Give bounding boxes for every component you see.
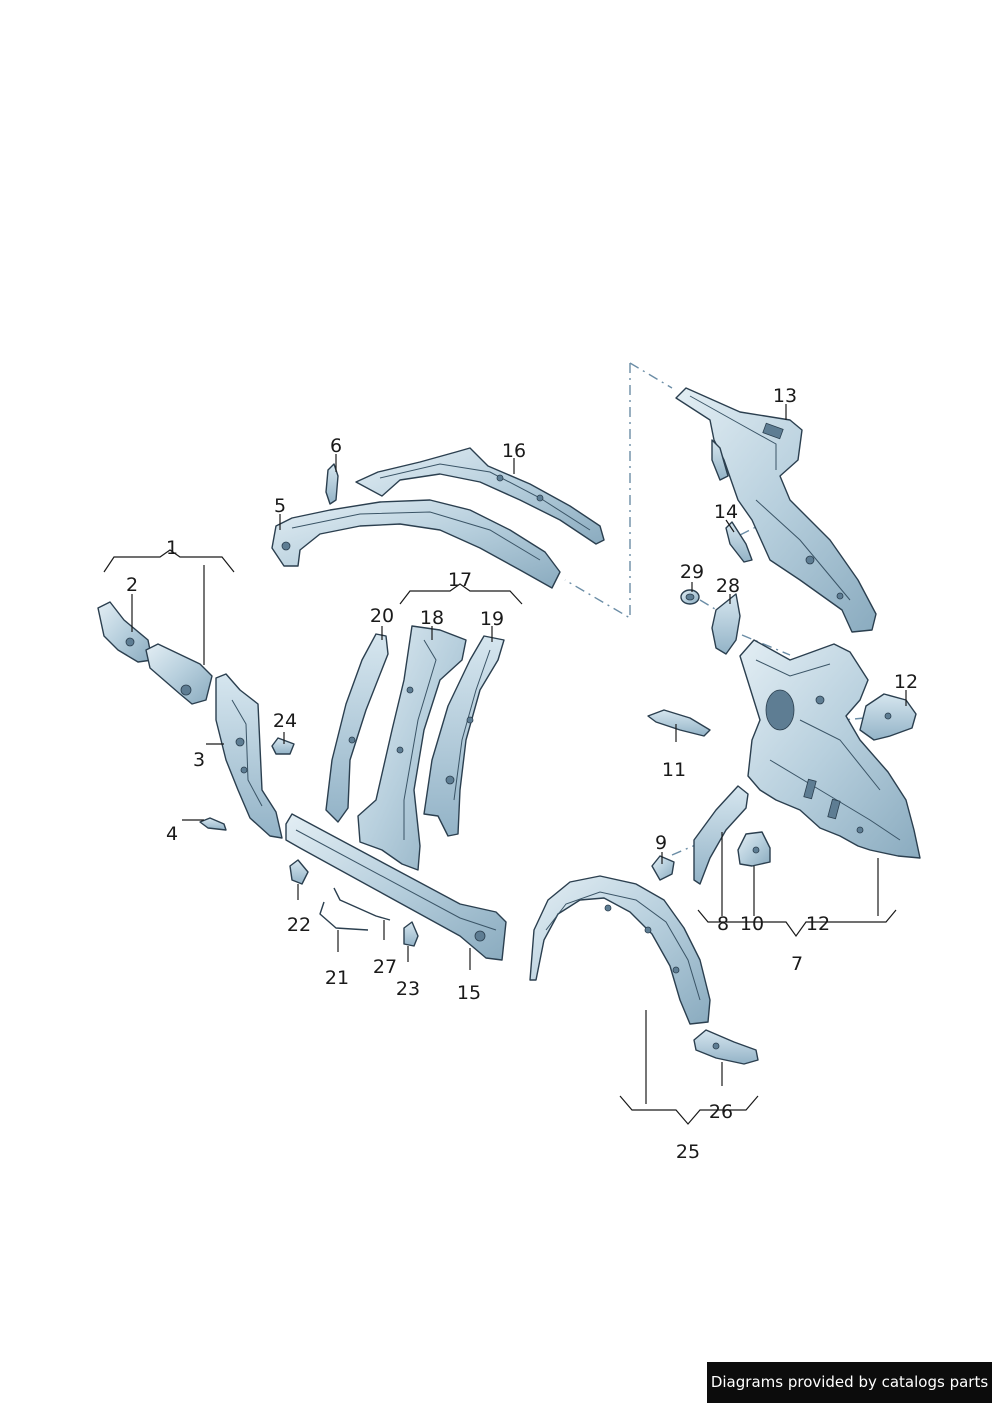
callout-1[interactable]: 1	[166, 537, 178, 559]
callout-26[interactable]: 26	[709, 1101, 733, 1123]
callout-28[interactable]: 28	[716, 575, 740, 597]
part-11-bracket[interactable]	[647, 709, 711, 737]
part-1-rail[interactable]	[145, 643, 213, 705]
part-7-quarter-panel[interactable]	[739, 639, 921, 859]
callout-2[interactable]: 2	[126, 574, 138, 596]
callout-9[interactable]: 9	[655, 832, 667, 854]
part-24-bracket[interactable]	[271, 737, 295, 755]
callout-6[interactable]: 6	[330, 435, 342, 457]
part-25-wheel-housing[interactable]	[529, 875, 711, 1025]
callout-15[interactable]: 15	[457, 982, 481, 1004]
callout-29[interactable]: 29	[680, 561, 704, 583]
part-9-clip[interactable]	[651, 855, 675, 881]
part-8-pillar[interactable]	[693, 785, 749, 885]
callout-11[interactable]: 11	[662, 759, 686, 781]
callout-20[interactable]: 20	[370, 605, 394, 627]
part-21-bracket[interactable]	[319, 901, 369, 931]
part-3-a-pillar[interactable]	[215, 673, 283, 839]
part-20-b-pillar[interactable]	[325, 633, 389, 823]
callout-17[interactable]: 17	[448, 569, 472, 591]
callout-4[interactable]: 4	[166, 823, 178, 845]
callout-14[interactable]: 14	[714, 501, 738, 523]
callout-8[interactable]: 8	[717, 913, 729, 935]
leader-lines	[103, 404, 907, 1125]
callout-16[interactable]: 16	[502, 440, 526, 462]
part-28-panel[interactable]	[711, 593, 741, 655]
part-23-clip[interactable]	[403, 921, 419, 947]
callout-12-upper[interactable]: 12	[894, 671, 918, 693]
callout-25[interactable]: 25	[676, 1141, 700, 1163]
callout-19[interactable]: 19	[480, 608, 504, 630]
part-27-bracket[interactable]	[333, 887, 391, 921]
callout-21[interactable]: 21	[325, 967, 349, 989]
callout-12-lower[interactable]: 12	[806, 913, 830, 935]
callout-5[interactable]: 5	[274, 495, 286, 517]
part-13-frame[interactable]	[675, 387, 877, 633]
part-4-bracket[interactable]	[199, 817, 227, 831]
part-29-grommet[interactable]	[680, 589, 700, 605]
part-6-bracket[interactable]	[325, 463, 339, 505]
callout-18[interactable]: 18	[420, 607, 444, 629]
part-22-clip[interactable]	[289, 859, 309, 885]
part-16-roof-frame[interactable]	[355, 447, 605, 545]
callout-10[interactable]: 10	[740, 913, 764, 935]
callout-13[interactable]: 13	[773, 385, 797, 407]
part-2-bracket[interactable]	[97, 601, 153, 663]
part-5-roof-rail[interactable]	[271, 499, 561, 589]
callout-22[interactable]: 22	[287, 914, 311, 936]
callout-7[interactable]: 7	[791, 953, 803, 975]
part-19-b-pillar[interactable]	[423, 635, 505, 837]
part-26-bracket[interactable]	[693, 1029, 759, 1065]
callout-labels: 1 2 3 4 5 6 7 8 9 10 11 12 12 13 14 15 1…	[126, 385, 918, 1163]
callout-3[interactable]: 3	[193, 749, 205, 771]
callout-23[interactable]: 23	[396, 978, 420, 1000]
part-12-bracket[interactable]	[859, 693, 917, 741]
part-18-b-pillar[interactable]	[357, 625, 467, 871]
credit-banner: Diagrams provided by catalogs parts	[707, 1362, 992, 1403]
part-14-bracket[interactable]	[725, 521, 753, 563]
part-15-sill[interactable]	[285, 813, 507, 961]
part-10-cover[interactable]	[737, 831, 771, 867]
callout-27[interactable]: 27	[373, 956, 397, 978]
callout-24[interactable]: 24	[273, 710, 297, 732]
